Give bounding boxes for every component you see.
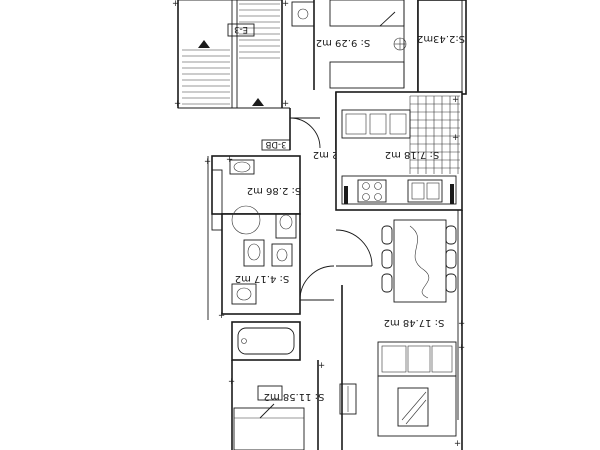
bedroom-bottom: S: 11.58 m2 + +	[228, 360, 325, 450]
svg-text:+: +	[228, 377, 235, 387]
svg-text:+: +	[226, 155, 233, 165]
balcony-area: S:2.43m2	[417, 33, 465, 44]
dining-chair-icon	[445, 249, 457, 269]
svg-text:+: +	[452, 133, 459, 143]
hall-door	[299, 265, 335, 301]
bathtub	[231, 321, 301, 361]
wc-small: 3-DB S: 2.86 m2 +	[211, 139, 301, 231]
sofa-icon	[377, 341, 457, 377]
dining-chair-icon	[445, 273, 457, 293]
svg-text:+: +	[282, 0, 289, 9]
living-area: S: 17.48 m2	[384, 317, 445, 328]
svg-text:+: +	[454, 439, 461, 449]
svg-text:+: +	[218, 311, 225, 321]
svg-text:+: +	[318, 361, 325, 371]
door-tag: 3-DB	[265, 139, 286, 149]
svg-text:+: +	[452, 95, 459, 105]
toilet-icon	[275, 213, 297, 239]
svg-text:+: +	[204, 157, 211, 167]
svg-text:+: +	[458, 343, 465, 353]
svg-text:+: +	[458, 319, 465, 329]
stairwell: E-3 + + + +	[172, 0, 290, 109]
shaft-box	[291, 1, 315, 27]
kitchen: S: 7.18 m2 + +	[335, 91, 463, 211]
kitchen-area: S: 7.18 m2	[385, 149, 439, 160]
stair-tag: E-3	[234, 24, 248, 34]
dining-chair-icon	[381, 225, 393, 245]
washbasin-icon	[229, 159, 255, 175]
sink-icon	[407, 179, 443, 203]
dining-table	[393, 219, 447, 303]
bathtub-icon	[237, 327, 295, 355]
bedroom-top: S: 9.29 m2	[313, 0, 419, 92]
dining-chair-icon	[381, 249, 393, 269]
tv-unit	[339, 383, 357, 415]
bedroom-bottom-area: S: 11.58 m2	[264, 391, 325, 402]
bathroom-area: S: 4.17 m2	[235, 273, 289, 284]
dining-chair-icon	[381, 273, 393, 293]
wc-area: S: 2.86 m2	[247, 185, 301, 196]
dining-chair-icon	[445, 225, 457, 245]
stove-icon	[357, 179, 387, 203]
balcony: S:2.43m2	[417, 0, 467, 95]
svg-text:+: +	[172, 0, 179, 9]
bathroom-basin-icon	[231, 283, 257, 305]
living-room: S: 17.48 m2 + + +	[339, 210, 465, 450]
bedroom-top-area: S: 9.29 m2	[316, 37, 370, 48]
svg-text:+: +	[174, 99, 181, 109]
svg-text:+: +	[282, 99, 289, 109]
coffee-table	[397, 387, 429, 427]
bathroom: S: 4.17 m2	[221, 205, 301, 315]
